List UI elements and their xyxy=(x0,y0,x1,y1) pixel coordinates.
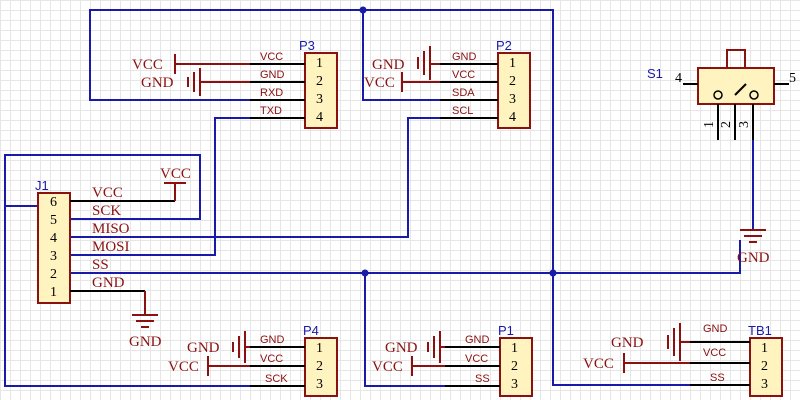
p1-designator: P1 xyxy=(498,323,514,338)
tb1-net-1: GND xyxy=(703,323,728,335)
p4-net-3: SCK xyxy=(265,373,288,385)
j1-net-mosi: MOSI xyxy=(92,239,130,255)
j1-net-vcc: VCC xyxy=(92,185,123,201)
p3-pin-2: 2 xyxy=(316,74,323,89)
p2-pin-2: 2 xyxy=(509,74,516,89)
p1-net-2: VCC xyxy=(465,353,488,365)
p3-gnd-label: GND xyxy=(141,75,174,91)
p3-net-3: RXD xyxy=(260,87,283,99)
wire-ss-bus xyxy=(70,240,741,274)
s1-gnd-label: GND xyxy=(737,250,770,266)
j1-net-miso: MISO xyxy=(92,221,130,237)
p3-body xyxy=(304,52,338,129)
p2-designator: P2 xyxy=(496,38,512,53)
p1-net-1: GND xyxy=(465,334,490,346)
p1-gnd-label: GND xyxy=(385,340,418,356)
p4-pin-1: 1 xyxy=(316,341,323,356)
j1-net-sck: SCK xyxy=(92,203,121,219)
p1-pin-2: 2 xyxy=(511,359,518,374)
p1-pin-3: 3 xyxy=(511,377,518,392)
p3-pin-1: 1 xyxy=(316,56,323,71)
wire-sck-p4 xyxy=(4,205,305,387)
j1-pin-4: 4 xyxy=(50,231,57,246)
s1-pin-1: 1 xyxy=(702,121,717,128)
p2-gnd-label: GND xyxy=(372,57,405,73)
wires xyxy=(4,6,754,387)
p3-net-4: TXD xyxy=(260,105,282,117)
j1-vcc-label: VCC xyxy=(160,166,191,182)
s1-pin-2: 2 xyxy=(719,121,734,128)
p2-vcc-label: VCC xyxy=(364,75,395,91)
p4-vcc-label: VCC xyxy=(168,359,199,375)
p2-body xyxy=(497,52,531,129)
junction-ss-left xyxy=(361,269,369,277)
p2-pin-3: 3 xyxy=(509,92,516,107)
p3-designator: P3 xyxy=(299,38,315,53)
p3-pin-3: 3 xyxy=(316,92,323,107)
p4-designator: P4 xyxy=(303,323,319,338)
tb1-net-2: VCC xyxy=(703,347,726,359)
p2-net-3: SDA xyxy=(452,87,475,99)
connector-p4: P4 1 2 3 GND VCC SCK GND VCC xyxy=(168,323,338,397)
p4-net-2: VCC xyxy=(260,353,283,365)
j1-net-gnd: GND xyxy=(92,275,125,291)
junction-ss-right xyxy=(549,269,557,277)
s1-body xyxy=(697,67,775,105)
p3-net-2: GND xyxy=(260,69,285,81)
tb1-net-3: SS xyxy=(710,372,725,384)
j1-body xyxy=(37,192,71,304)
p3-pin-4: 4 xyxy=(316,110,323,125)
tb1-pin-3: 3 xyxy=(761,377,768,392)
junction-top xyxy=(359,6,367,14)
j1-net-ss: SS xyxy=(92,257,109,273)
tb1-gnd-label: GND xyxy=(611,335,644,351)
terminal-tb1: TB1 1 2 3 GND VCC SS GND VCC xyxy=(583,323,783,397)
j1-pin-5: 5 xyxy=(50,213,57,228)
p3-vcc-label: VCC xyxy=(132,57,163,73)
p4-gnd-label: GND xyxy=(187,340,220,356)
j1-pin-2: 2 xyxy=(50,267,57,282)
j1-designator: J1 xyxy=(35,178,49,193)
p4-pin-3: 3 xyxy=(316,377,323,392)
p2-net-2: VCC xyxy=(452,69,475,81)
s1-pin-4: 4 xyxy=(675,71,682,86)
connector-j1: J1 6 5 4 3 2 1 VCC SCK MISO MOSI SS GND … xyxy=(35,166,191,350)
p4-pin-2: 2 xyxy=(316,359,323,374)
tb1-body xyxy=(749,337,783,397)
tb1-pin-1: 1 xyxy=(761,341,768,356)
p1-net-3: SS xyxy=(475,373,490,385)
p2-net-1: GND xyxy=(452,51,477,63)
tb1-pin-2: 2 xyxy=(761,359,768,374)
j1-pin-3: 3 xyxy=(50,249,57,264)
wire-p3-rxd-loop xyxy=(89,9,750,386)
p4-net-1: GND xyxy=(260,334,285,346)
p1-vcc-label: VCC xyxy=(372,359,403,375)
s1-pin-3: 3 xyxy=(737,121,752,128)
tb1-designator: TB1 xyxy=(748,323,772,338)
s1-designator: S1 xyxy=(647,66,663,81)
j1-gnd-label: GND xyxy=(129,334,162,350)
connector-p3: P3 1 2 3 4 VCC GND RXD TXD VCC GND xyxy=(132,38,338,129)
s1-actuator xyxy=(726,49,746,69)
tb1-vcc-label: VCC xyxy=(583,356,614,372)
j1-pin-1: 1 xyxy=(50,285,57,300)
switch-s1: S1 4 5 1 2 3 GND xyxy=(647,49,796,266)
connector-p2: P2 1 2 3 4 GND VCC SDA SCL GND VCC xyxy=(364,38,531,129)
s1-pin-5: 5 xyxy=(789,71,796,86)
connector-p1: P1 1 2 3 GND VCC SS GND VCC xyxy=(372,323,533,397)
p2-net-4: SCL xyxy=(452,105,473,117)
p4-body xyxy=(304,337,338,397)
p2-pin-4: 4 xyxy=(509,110,516,125)
p1-body xyxy=(499,337,533,397)
j1-pin-6: 6 xyxy=(50,195,57,210)
p2-pin-1: 1 xyxy=(509,56,516,71)
p1-pin-1: 1 xyxy=(511,341,518,356)
p3-net-1: VCC xyxy=(260,51,283,63)
